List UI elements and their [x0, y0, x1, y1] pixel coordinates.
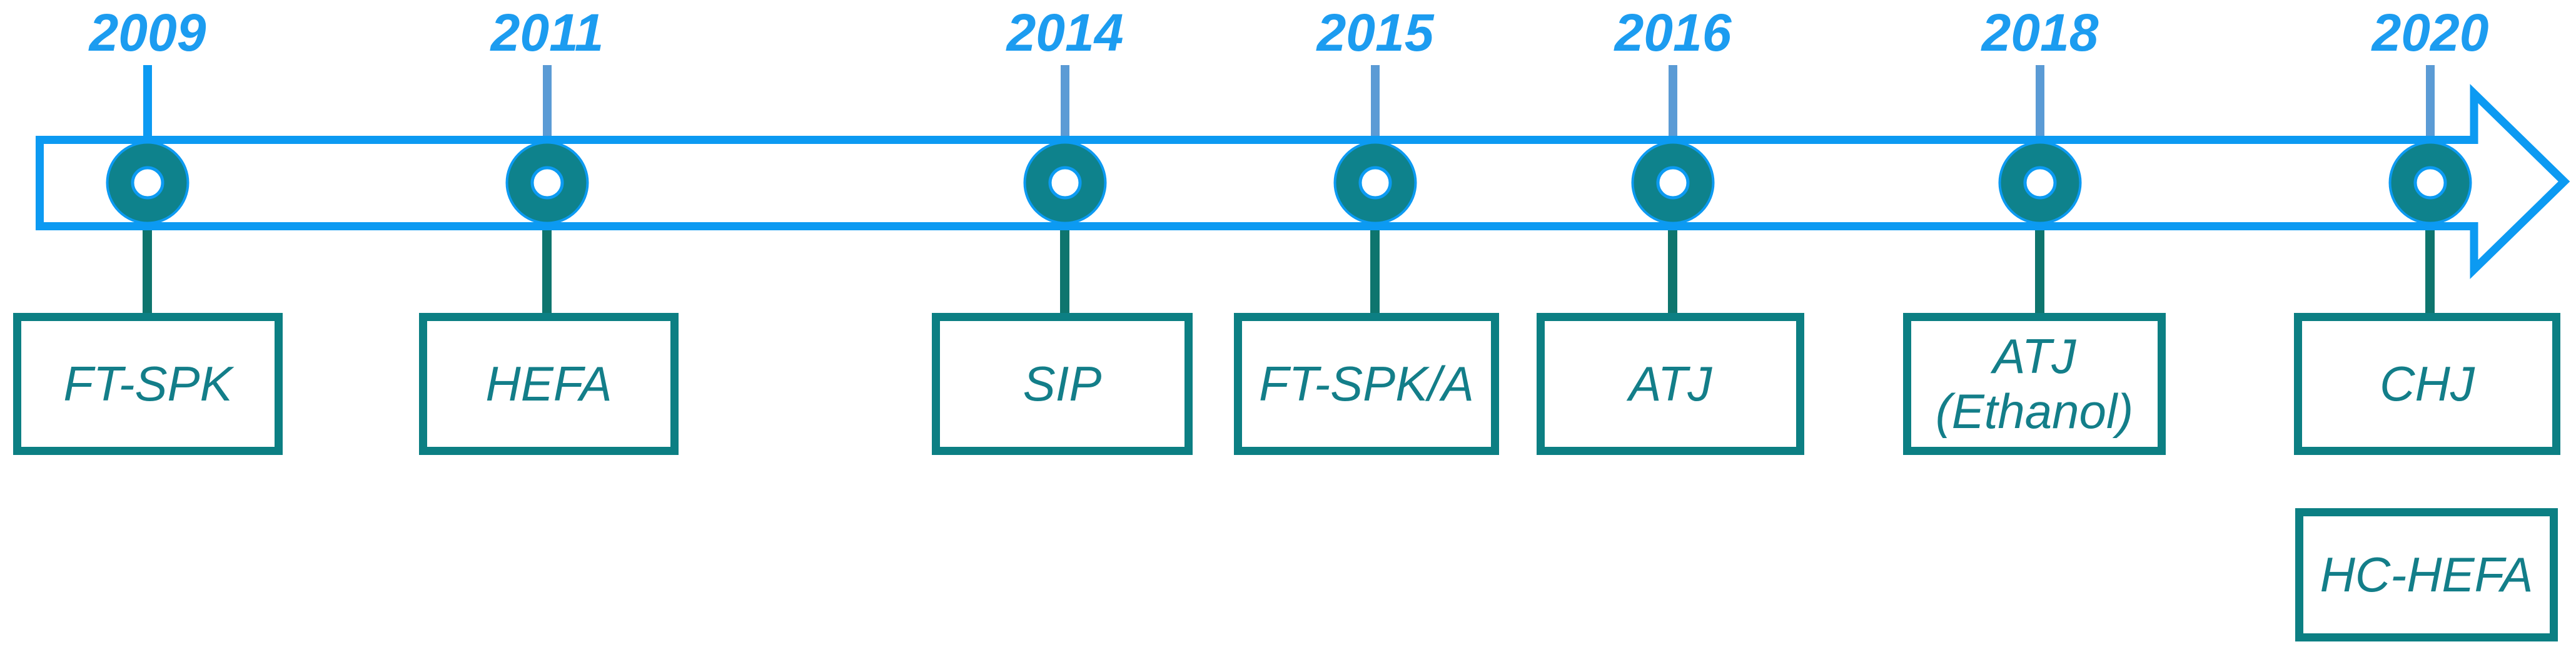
marker-ring	[2001, 143, 2079, 222]
stem-2011	[542, 226, 552, 314]
marker-ring	[508, 143, 587, 222]
pathway-box-sip: SIP	[932, 313, 1193, 455]
marker-hole	[2026, 169, 2054, 197]
pathway-label-line2: (Ethanol)	[1935, 383, 2134, 439]
timeline-marker-2011	[505, 141, 589, 225]
pathway-label-line1: ATJ	[1993, 329, 2076, 384]
tick-line-2015	[1371, 65, 1380, 141]
marker-ring	[1634, 143, 1712, 222]
marker-inner-rim	[2023, 166, 2057, 200]
marker-inner-rim	[1358, 166, 1392, 200]
timeline-marker-2014	[1023, 141, 1107, 225]
marker-hole	[1051, 169, 1079, 197]
timeline-markers	[106, 141, 2472, 225]
stem-2020	[2425, 226, 2435, 314]
marker-inner-rim	[1656, 166, 1690, 200]
marker-outer-rim	[1333, 141, 1417, 225]
marker-ring	[1026, 143, 1104, 222]
pathway-box-atj-ethanol: ATJ (Ethanol)	[1903, 313, 2166, 455]
marker-ring	[2391, 143, 2470, 222]
pathway-box-ft-spk: FT-SPK	[13, 313, 283, 455]
marker-inner-rim	[530, 166, 564, 200]
connector-stems	[143, 226, 2435, 314]
year-label-2014: 2014	[1006, 3, 1124, 62]
stem-2016	[1668, 226, 1677, 314]
pathway-label: HEFA	[485, 355, 612, 411]
pathway-box-hefa: HEFA	[419, 313, 679, 455]
tick-line-2011	[543, 65, 552, 141]
pathway-box-atj: ATJ	[1537, 313, 1804, 455]
pathway-label: FT-SPK/A	[1259, 355, 1474, 411]
marker-outer-rim	[106, 141, 189, 225]
marker-outer-rim	[505, 141, 589, 225]
stem-2018	[2035, 226, 2044, 314]
year-label-2011: 2011	[490, 3, 604, 62]
pathway-box-hc-hefa: HC-HEFA	[2295, 508, 2558, 641]
tick-line-2020	[2426, 65, 2435, 141]
timeline-marker-2018	[1998, 141, 2082, 225]
marker-inner-rim	[1048, 166, 1082, 200]
year-tick-lines	[143, 65, 2435, 141]
stem-2015	[1370, 226, 1380, 314]
pathway-label: FT-SPK	[63, 355, 233, 411]
marker-ring	[108, 143, 187, 222]
year-label-2018: 2018	[1981, 3, 2099, 62]
timeline-marker-2015	[1333, 141, 1417, 225]
marker-hole	[134, 169, 161, 197]
stem-2009	[143, 226, 152, 314]
marker-inner-rim	[2413, 166, 2447, 200]
marker-hole	[533, 169, 561, 197]
marker-hole	[1659, 169, 1687, 197]
marker-ring	[1336, 143, 1415, 222]
marker-outer-rim	[2388, 141, 2472, 225]
year-label-2016: 2016	[1614, 3, 1732, 62]
pathway-box-chj: CHJ	[2294, 313, 2560, 455]
pathway-box-ft-spk-a: FT-SPK/A	[1234, 313, 1499, 455]
tick-line-2009	[143, 65, 152, 141]
pathway-label: ATJ	[1629, 355, 1712, 411]
tick-line-2014	[1061, 65, 1069, 141]
year-label-2009: 2009	[89, 3, 206, 62]
marker-inner-rim	[131, 166, 164, 200]
pathway-label: SIP	[1023, 355, 1102, 411]
marker-hole	[2417, 169, 2444, 197]
year-label-2015: 2015	[1316, 3, 1434, 62]
pathway-label: HC-HEFA	[2320, 546, 2533, 602]
timeline-marker-2009	[106, 141, 189, 225]
stem-2014	[1060, 226, 1069, 314]
timeline-marker-2016	[1631, 141, 1715, 225]
marker-outer-rim	[1998, 141, 2082, 225]
tick-line-2018	[2036, 65, 2044, 141]
marker-hole	[1361, 169, 1389, 197]
marker-outer-rim	[1631, 141, 1715, 225]
timeline-marker-2020	[2388, 141, 2472, 225]
timeline-arrow	[36, 84, 2570, 279]
marker-outer-rim	[1023, 141, 1107, 225]
year-label-2020: 2020	[2371, 3, 2489, 62]
pathway-label: CHJ	[2380, 355, 2475, 411]
tick-line-2016	[1669, 65, 1677, 141]
